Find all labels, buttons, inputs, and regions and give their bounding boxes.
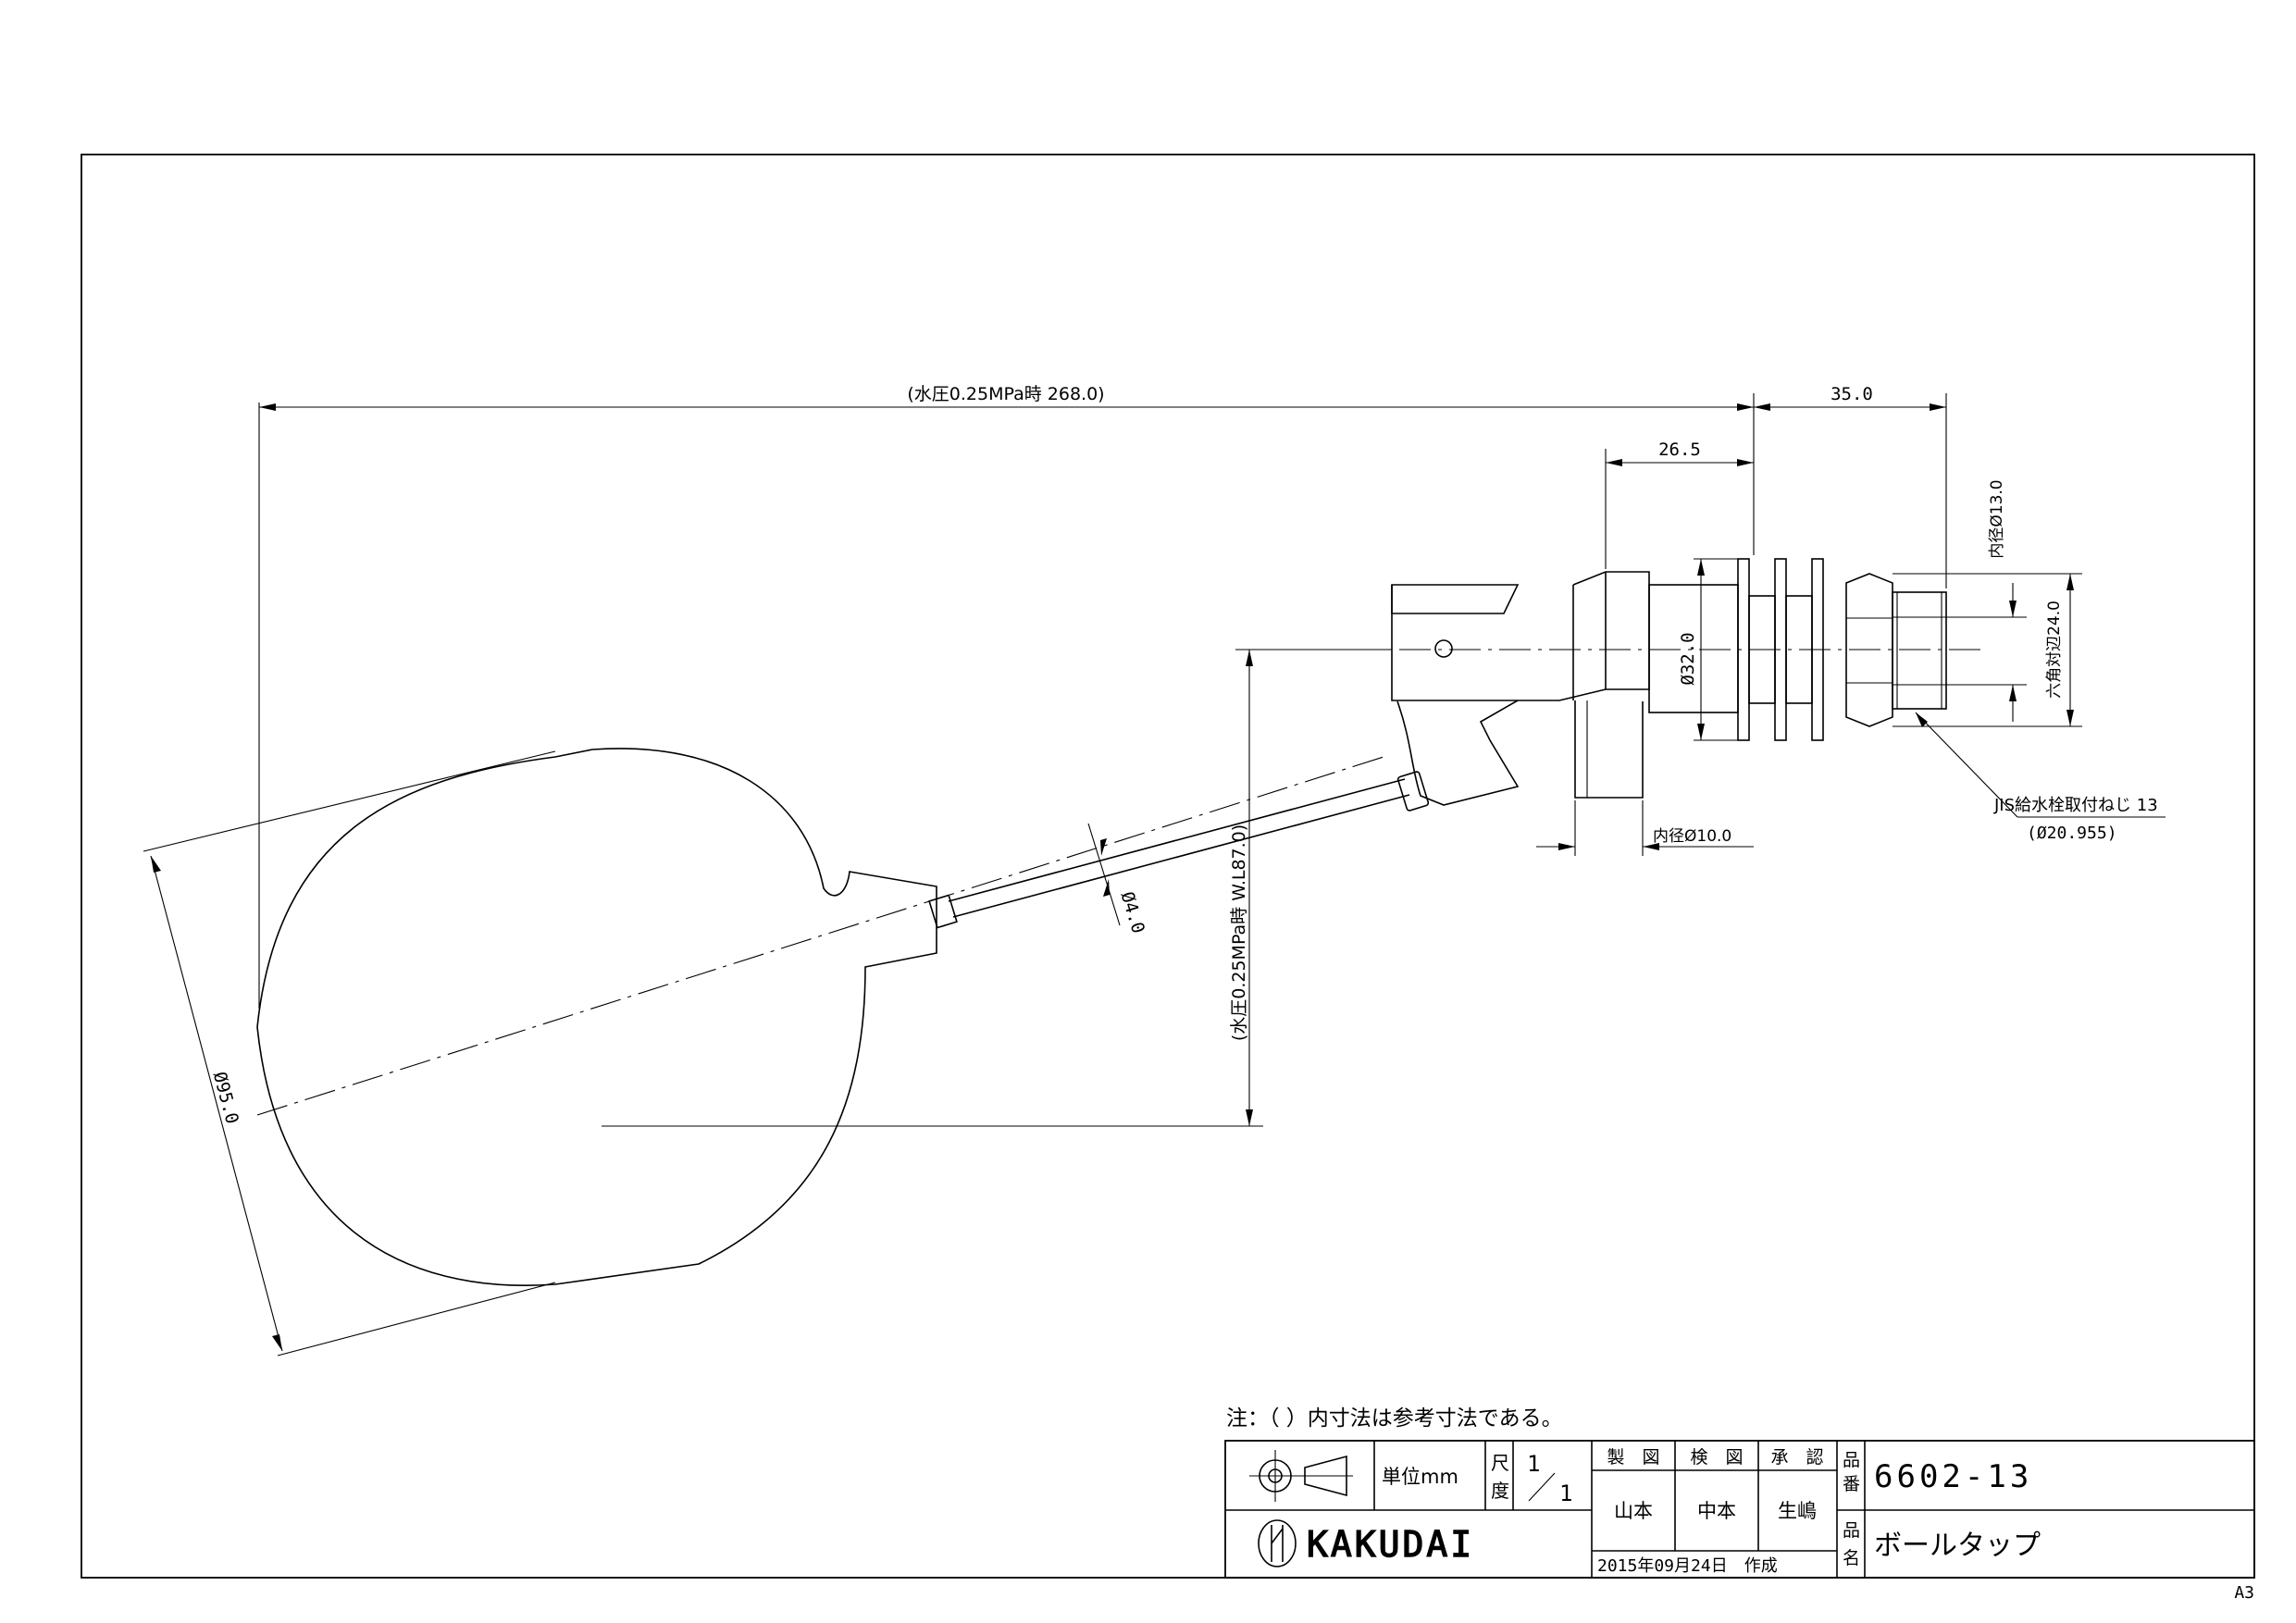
dim-dia-32-label: Ø32.0 (1678, 632, 1698, 685)
drawing-frame (81, 154, 2255, 1579)
thread-name-label: JIS給水栓取付ねじ 13 (1993, 796, 2158, 815)
drawing-date: 2015年09月24日 作成 (1597, 1556, 1778, 1576)
projection-symbol-icon (1249, 1450, 1353, 1502)
dim-26-5-label: 26.5 (1658, 440, 1701, 460)
name-label-1: 品 (1843, 1520, 1860, 1541)
drawn-label: 製 図 (1607, 1447, 1659, 1468)
part-name: ボールタップ (1874, 1530, 2041, 1562)
dim-rod-dia: Ø4.0 (1087, 823, 1148, 935)
part-number: 6602-13 (1874, 1458, 2032, 1495)
ball-float (256, 748, 1384, 1286)
part-no-label-1: 品 (1843, 1450, 1860, 1470)
part-no-label-2: 番 (1843, 1474, 1860, 1494)
dim-hex-24: 六角対辺24.0 (1893, 573, 2082, 727)
title-note: 注：（ ）内寸法は参考寸法である。 (1226, 1406, 1563, 1431)
dim-water-level-label: (水圧0.25MPa時 W.L87.0) (1229, 824, 1249, 1041)
sheet-size: A3 (2234, 1583, 2254, 1603)
dim-35-label: 35.0 (1831, 384, 1873, 404)
dim-ball-dia: Ø95.0 (143, 750, 556, 1357)
approved-label: 承 認 (1770, 1447, 1823, 1468)
dim-rod-dia-label: Ø4.0 (1117, 889, 1148, 935)
dim-inner-dia-13-label: 内径Ø13.0 (1988, 479, 2006, 558)
thread-dia-label: (Ø20.955) (2027, 824, 2117, 843)
dim-inner-dia-10-label: 内径Ø10.0 (1653, 827, 1731, 846)
dim-hex-24-label: 六角対辺24.0 (2045, 601, 2064, 699)
dim-26-5: 26.5 (1605, 440, 1754, 569)
drawn-by: 山本 (1614, 1500, 1653, 1522)
title-block: 注：（ ）内寸法は参考寸法である。 単位mm 尺 度 1 1 製 図 検 図 (1224, 1406, 2255, 1579)
scale-denominator: 1 (1559, 1481, 1572, 1506)
checked-by: 中本 (1697, 1500, 1736, 1522)
dim-inner-dia-10: 内径Ø10.0 (1536, 800, 1754, 856)
dim-water-level: (水圧0.25MPa時 W.L87.0) (602, 649, 1388, 1127)
dim-ball-dia-label: Ø95.0 (209, 1070, 242, 1126)
dim-35: 35.0 (1754, 384, 1947, 588)
dim-dia-32: Ø32.0 (1678, 558, 1738, 741)
checked-label: 検 図 (1690, 1447, 1743, 1468)
approved-by: 生嶋 (1778, 1500, 1817, 1522)
dim-overall-length: (水圧0.25MPa時 268.0) (258, 384, 1755, 1009)
scale-numerator: 1 (1527, 1451, 1540, 1477)
dim-overall-length-label: (水圧0.25MPa時 268.0) (907, 384, 1104, 404)
scale-label-2: 度 (1491, 1480, 1509, 1502)
kakudai-logo: KAKUDAI (1258, 1519, 1474, 1567)
scale-label-1: 尺 (1491, 1452, 1509, 1474)
name-label-2: 名 (1843, 1548, 1860, 1568)
float-arm (928, 771, 1430, 929)
unit-label: 単位mm (1382, 1466, 1458, 1488)
dim-inner-dia-13: 内径Ø13.0 (1946, 479, 2027, 722)
company-name: KAKUDAI (1307, 1524, 1474, 1565)
thread-callout: JIS給水栓取付ねじ 13 (Ø20.955) (1915, 712, 2166, 843)
valve-body (1249, 558, 1980, 806)
